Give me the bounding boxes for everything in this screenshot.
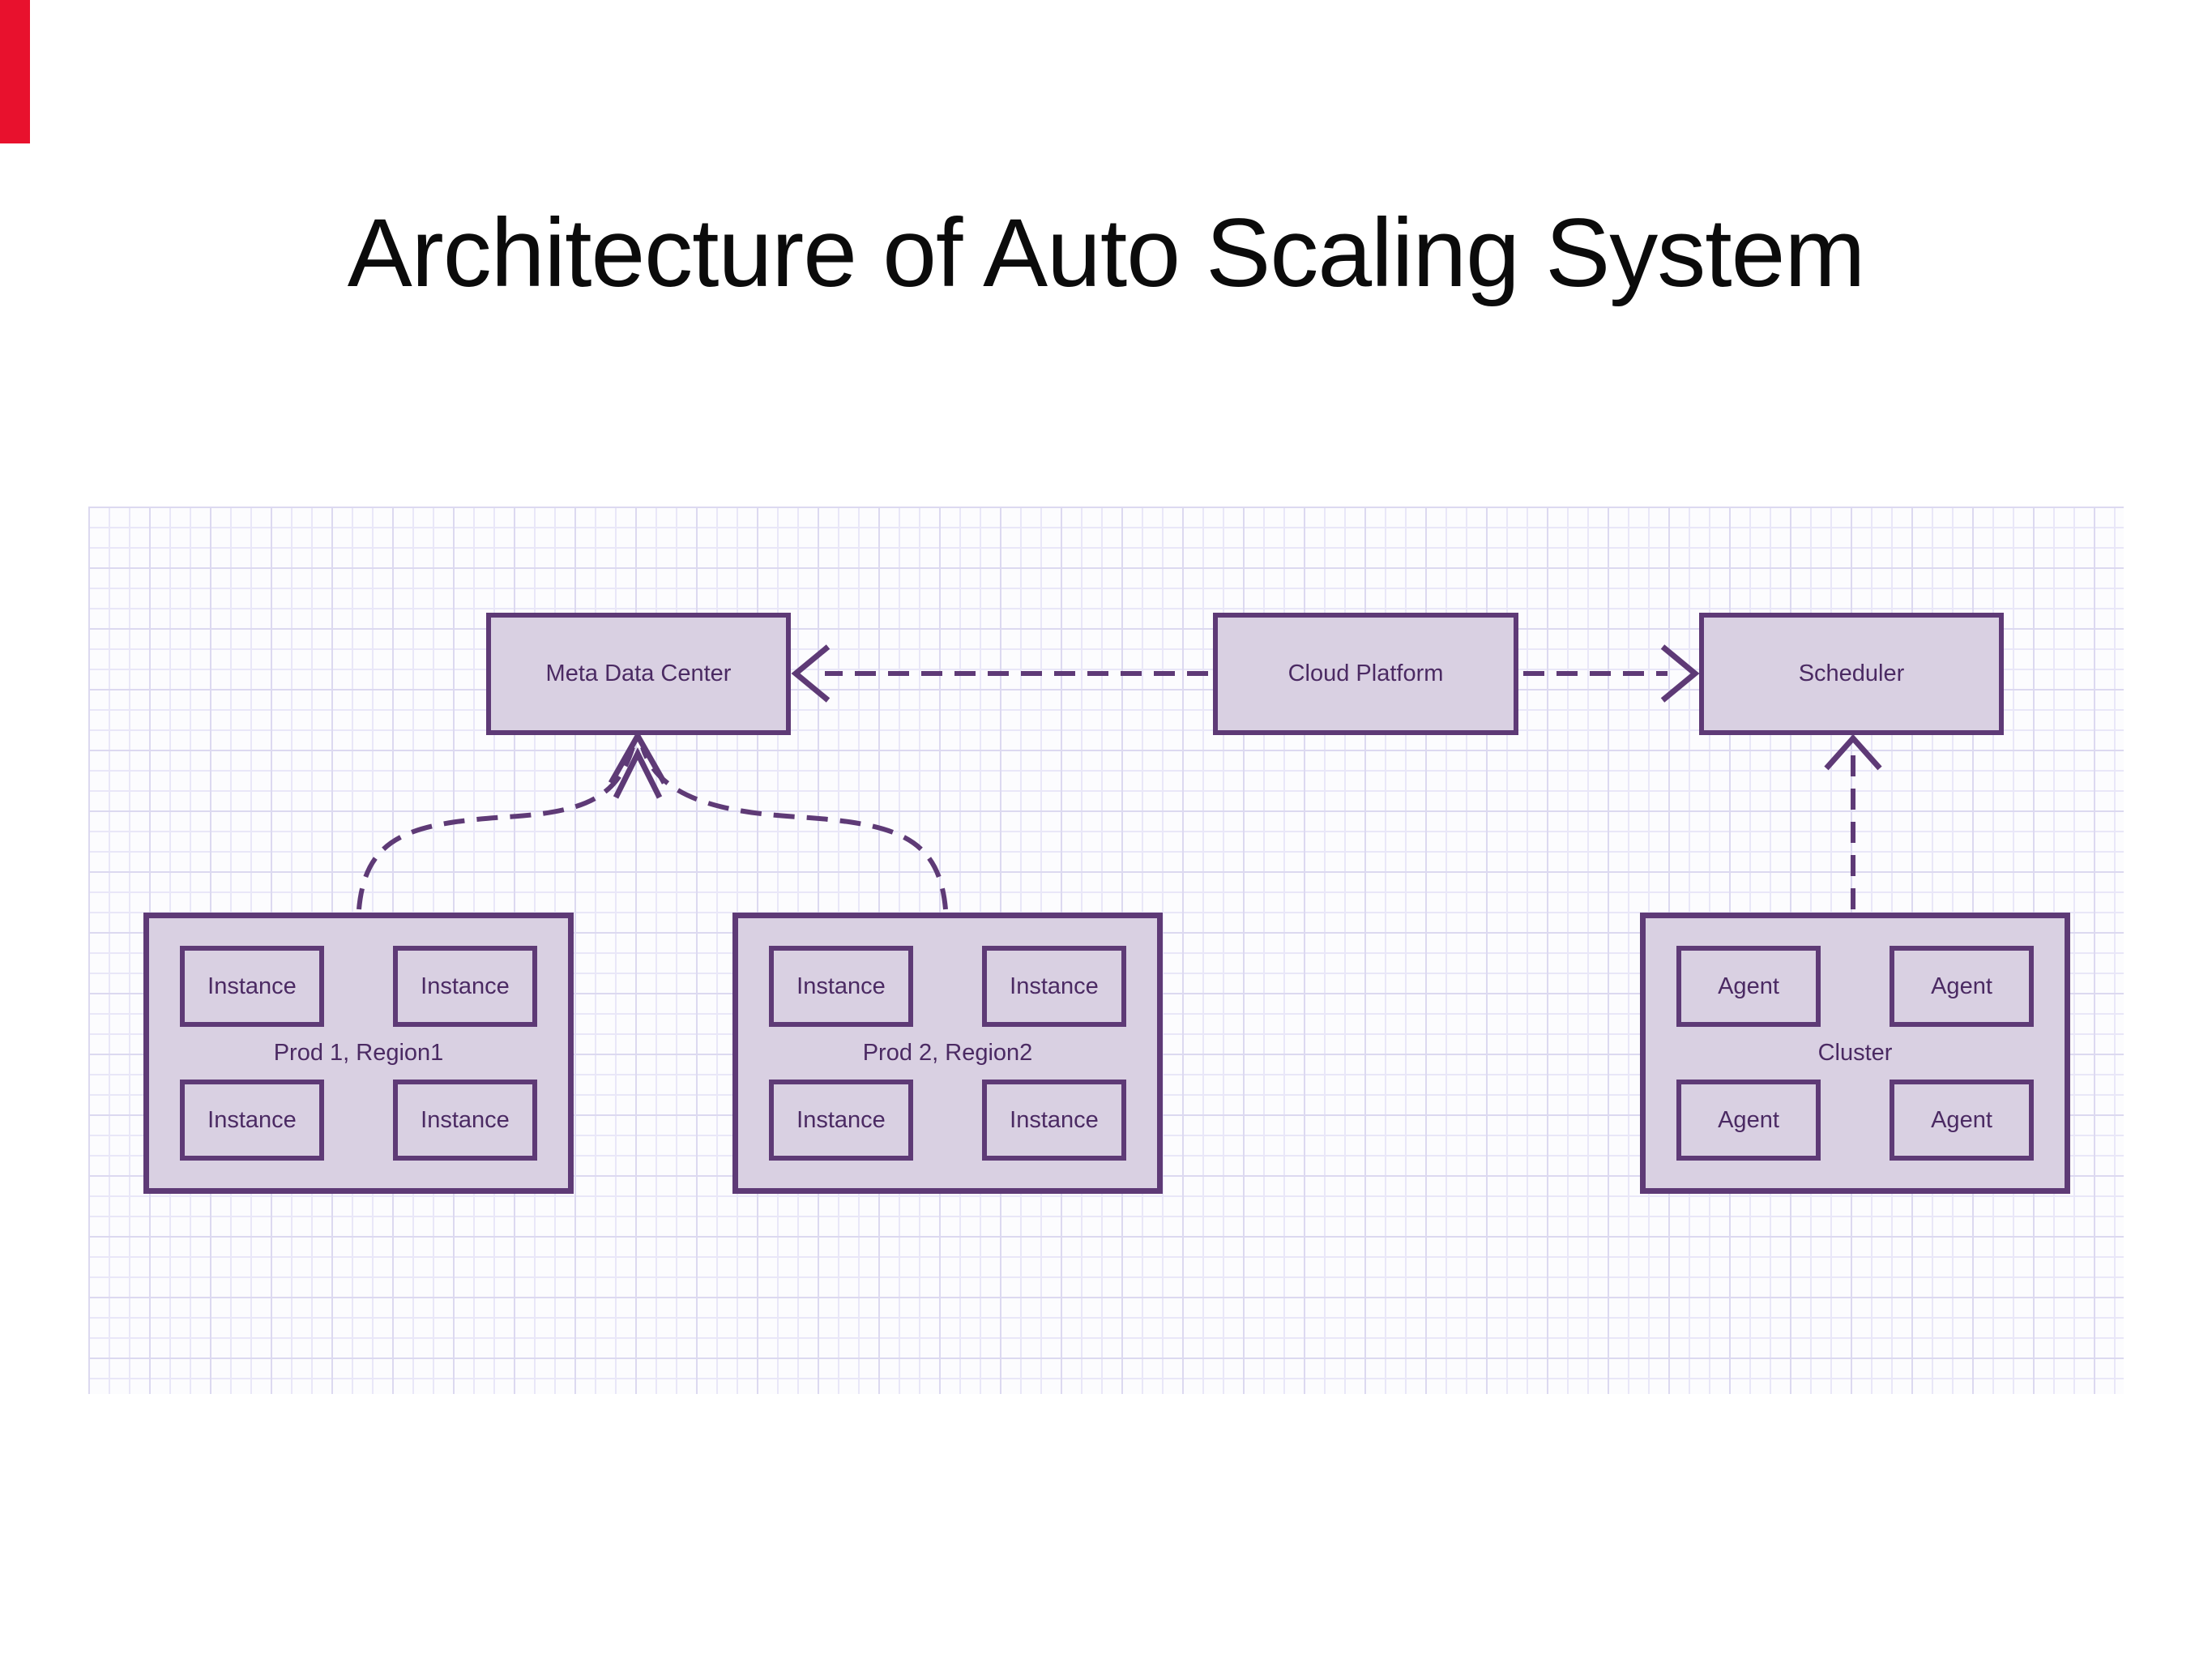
instance-box: Instance [180,946,324,1027]
instance-box: Instance [393,946,537,1027]
node-scheduler-label: Scheduler [1798,661,1905,686]
group-prod2-row-top: Instance Instance [769,946,1126,1027]
instance-box: Instance [393,1080,537,1161]
node-meta-data-center: Meta Data Center [486,613,791,735]
group-prod1-caption: Prod 1, Region1 [273,1040,444,1066]
node-cloud-platform-label: Cloud Platform [1287,661,1444,686]
group-prod1-region1: Instance Instance Prod 1, Region1 Instan… [143,913,574,1194]
slide-title: Architecture of Auto Scaling System [347,199,1866,307]
group-prod1-row-bottom: Instance Instance [180,1080,537,1161]
agent-box: Agent [1676,946,1821,1027]
instance-box: Instance [769,1080,913,1161]
node-scheduler: Scheduler [1699,613,2004,735]
group-prod1-row-top: Instance Instance [180,946,537,1027]
instance-box: Instance [982,946,1126,1027]
group-cluster-row-bottom: Agent Agent [1676,1080,2034,1161]
node-meta-data-center-label: Meta Data Center [545,661,732,686]
group-cluster-row-top: Agent Agent [1676,946,2034,1027]
red-marker [0,0,30,143]
group-prod2-region2: Instance Instance Prod 2, Region2 Instan… [732,913,1163,1194]
group-cluster-caption: Cluster [1817,1040,1893,1066]
agent-box: Agent [1890,1080,2034,1161]
node-cloud-platform: Cloud Platform [1213,613,1518,735]
group-cluster: Agent Agent Cluster Agent Agent [1640,913,2070,1194]
instance-box: Instance [982,1080,1126,1161]
group-prod2-row-bottom: Instance Instance [769,1080,1126,1161]
agent-box: Agent [1676,1080,1821,1161]
group-prod2-caption: Prod 2, Region2 [862,1040,1033,1066]
instance-box: Instance [769,946,913,1027]
instance-box: Instance [180,1080,324,1161]
agent-box: Agent [1890,946,2034,1027]
